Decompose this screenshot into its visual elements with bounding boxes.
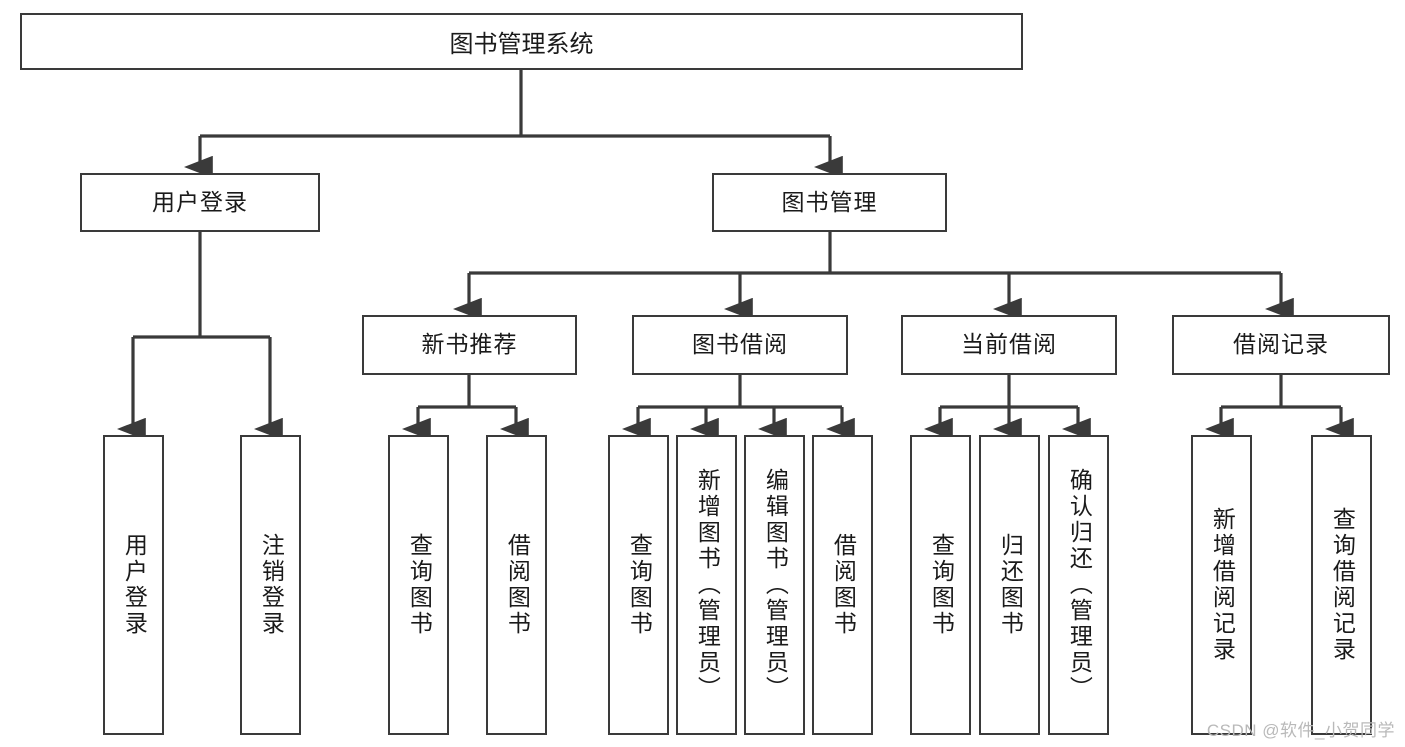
- node-book-manage-label: 图书管理: [781, 188, 878, 215]
- node-leaf-add-book-label: 新增图书（管理员）: [694, 468, 721, 702]
- node-leaf-add-book[interactable]: 新增图书（管理员）: [676, 435, 737, 735]
- node-root-system[interactable]: 图书管理系统: [20, 13, 1023, 70]
- node-leaf-query-book-1[interactable]: 查询图书: [388, 435, 449, 735]
- node-leaf-borrow-book-2-label: 借阅图书: [830, 533, 857, 637]
- node-new-book-recommend-label: 新书推荐: [421, 331, 518, 358]
- node-current-borrow-label: 当前借阅: [961, 331, 1057, 358]
- node-book-manage[interactable]: 图书管理: [712, 173, 947, 232]
- node-leaf-query-record[interactable]: 查询借阅记录: [1311, 435, 1372, 735]
- node-book-borrow-label: 图书借阅: [692, 331, 788, 358]
- node-leaf-user-login-label: 用户登录: [121, 533, 148, 637]
- node-leaf-query-book-1-label: 查询图书: [406, 533, 433, 637]
- node-user-login-label: 用户登录: [152, 188, 248, 215]
- node-leaf-user-login[interactable]: 用户登录: [103, 435, 164, 735]
- node-leaf-add-record-label: 新增借阅记录: [1209, 507, 1236, 663]
- watermark: CSDN @软件_小贺同学: [1206, 721, 1395, 740]
- node-leaf-query-record-label: 查询借阅记录: [1329, 507, 1356, 663]
- node-leaf-return-book[interactable]: 归还图书: [979, 435, 1040, 735]
- node-root-label: 图书管理系统: [449, 31, 594, 58]
- node-user-login[interactable]: 用户登录: [80, 173, 320, 232]
- node-new-book-recommend[interactable]: 新书推荐: [362, 315, 577, 375]
- node-leaf-query-book-2-label: 查询图书: [626, 533, 653, 637]
- node-leaf-add-record[interactable]: 新增借阅记录: [1191, 435, 1252, 735]
- node-leaf-logout-login[interactable]: 注销登录: [240, 435, 301, 735]
- node-leaf-return-book-label: 归还图书: [997, 533, 1024, 637]
- node-leaf-borrow-book-1-label: 借阅图书: [504, 533, 531, 637]
- node-borrow-record-label: 借阅记录: [1233, 331, 1329, 358]
- node-leaf-query-book-3-label: 查询图书: [928, 533, 955, 637]
- node-leaf-confirm-return[interactable]: 确认归还（管理员）: [1048, 435, 1109, 735]
- node-current-borrow[interactable]: 当前借阅: [901, 315, 1117, 375]
- node-leaf-confirm-return-label: 确认归还（管理员）: [1066, 468, 1093, 702]
- node-leaf-edit-book[interactable]: 编辑图书（管理员）: [744, 435, 805, 735]
- node-leaf-borrow-book-2[interactable]: 借阅图书: [812, 435, 873, 735]
- node-leaf-query-book-3[interactable]: 查询图书: [910, 435, 971, 735]
- node-leaf-query-book-2[interactable]: 查询图书: [608, 435, 669, 735]
- node-borrow-record[interactable]: 借阅记录: [1172, 315, 1390, 375]
- node-book-borrow[interactable]: 图书借阅: [632, 315, 848, 375]
- node-leaf-logout-login-label: 注销登录: [258, 533, 285, 637]
- node-leaf-borrow-book-1[interactable]: 借阅图书: [486, 435, 547, 735]
- node-leaf-edit-book-label: 编辑图书（管理员）: [762, 468, 789, 702]
